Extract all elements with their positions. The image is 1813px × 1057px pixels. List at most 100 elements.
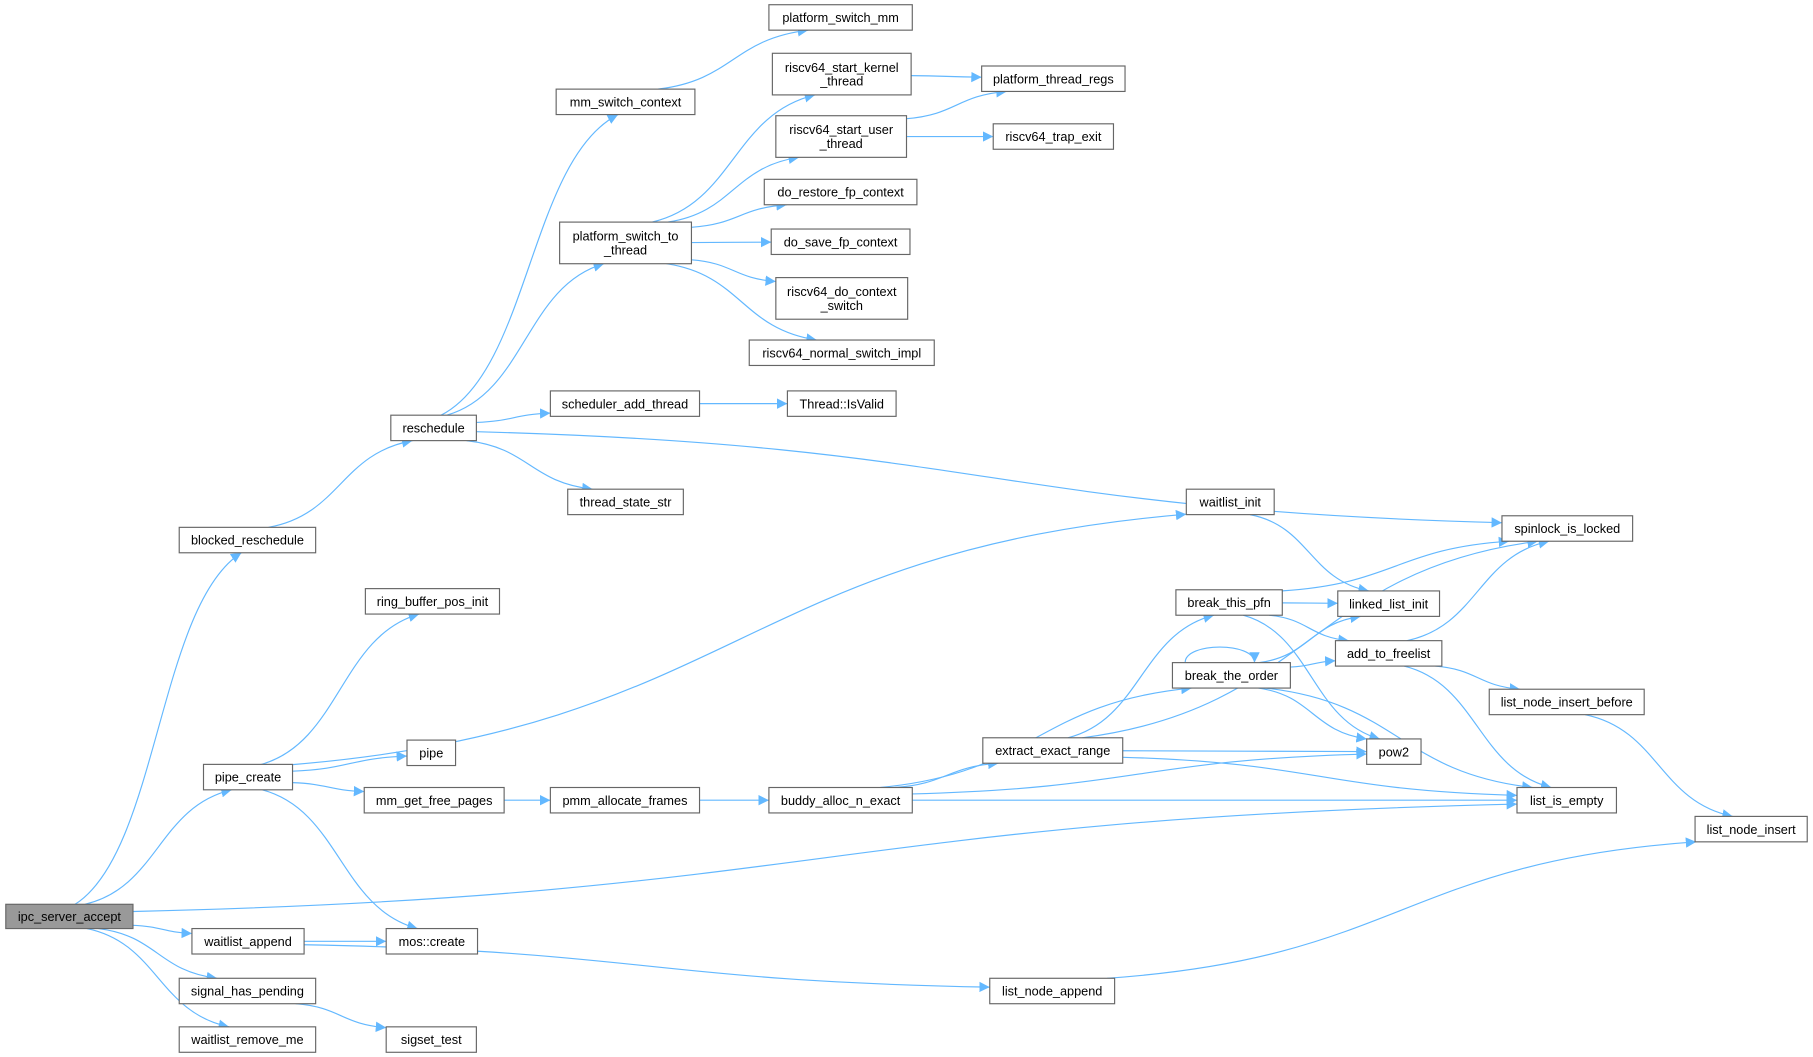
edge-break-the-order-to-linked-list-init <box>1259 612 1361 664</box>
node-box <box>549 786 701 814</box>
node-riscv64-start-user-thread[interactable]: riscv64_start_user_thread <box>775 115 908 158</box>
edge-riscv64-start-kernel-thread-to-platform-thread-regs <box>911 71 982 83</box>
node-box <box>555 88 696 116</box>
node-label: list_node_append <box>1002 984 1102 999</box>
node-signal-has-pending[interactable]: signal_has_pending <box>178 977 317 1005</box>
node-label: thread_state_str <box>580 495 673 510</box>
edge-ipc-server-accept-to-signal-has-pending <box>98 927 218 983</box>
node-mm-switch-context[interactable]: mm_switch_context <box>555 88 696 116</box>
node-blocked-reschedule[interactable]: blocked_reschedule <box>178 526 317 554</box>
edge-waitlist-init-to-linked-list-init <box>1249 514 1369 595</box>
node-box <box>768 4 913 31</box>
edge-pipe-create-to-mos-create <box>262 789 418 931</box>
node-label: Thread::IsValid <box>800 396 885 411</box>
node-pipe-create[interactable]: pipe_create <box>202 763 294 791</box>
node-ipc-server-accept[interactable]: ipc_server_accept <box>5 903 134 930</box>
node-break-this-pfn[interactable]: break_this_pfn <box>1175 589 1283 616</box>
node-box <box>567 488 684 516</box>
edge-add-to-freelist-to-list-node-insert-before <box>1435 665 1521 694</box>
node-reschedule[interactable]: reschedule <box>390 414 477 442</box>
node-label: ring_buffer_pos_init <box>377 594 489 609</box>
node-platform-switch-mm[interactable]: platform_switch_mm <box>768 4 913 31</box>
node-label: riscv64_start_kernel <box>785 60 899 75</box>
node-box <box>775 115 908 158</box>
node-label: do_restore_fp_context <box>777 185 904 200</box>
node-riscv64-trap-exit[interactable]: riscv64_trap_exit <box>992 123 1115 150</box>
node-riscv64-normal-switch-impl[interactable]: riscv64_normal_switch_impl <box>748 339 935 367</box>
edge-platform-switch-to-thread-to-do-restore-fp-context <box>691 200 787 228</box>
node-thread-state-str[interactable]: thread_state_str <box>567 488 684 516</box>
node-box <box>202 763 294 791</box>
edge-break-the-order-to-add-to-freelist <box>1290 656 1336 668</box>
node-platform-thread-regs[interactable]: platform_thread_regs <box>981 65 1126 93</box>
node-box <box>982 737 1124 764</box>
node-mos-create[interactable]: mos::create <box>385 927 479 955</box>
node-label: platform_thread_regs <box>993 71 1114 86</box>
node-box <box>748 339 935 367</box>
edge-reschedule-to-spinlock-is-locked <box>476 431 1502 528</box>
node-platform-switch-to-thread[interactable]: platform_switch_to_thread <box>559 221 693 265</box>
edge-reschedule-to-thread-state-str <box>466 440 593 494</box>
node-riscv64-do-context-switch[interactable]: riscv64_do_context_switch <box>775 277 909 320</box>
edge-pipe-create-to-pipe <box>292 751 408 772</box>
node-box <box>390 414 477 442</box>
node-box <box>1185 488 1275 516</box>
node-spinlock-is-locked[interactable]: spinlock_is_locked <box>1501 515 1634 542</box>
node-label: riscv64_start_user <box>789 122 894 137</box>
node-box <box>1516 786 1618 814</box>
node-scheduler-add-thread[interactable]: scheduler_add_thread <box>549 390 701 417</box>
node-linked-list-init[interactable]: linked_list_init <box>1337 590 1441 617</box>
edge-break-this-pfn-to-pow2 <box>1242 614 1380 742</box>
node-label: spinlock_is_locked <box>1514 521 1620 536</box>
node-label: reschedule <box>403 421 465 436</box>
node-box <box>1337 590 1441 617</box>
edge-blocked-reschedule-to-reschedule <box>268 437 413 528</box>
node-list-node-insert[interactable]: list_node_insert <box>1694 815 1808 843</box>
node-break-the-order[interactable]: break_the_order <box>1171 662 1291 689</box>
node-pow2[interactable]: pow2 <box>1366 738 1422 765</box>
node-do-save-fp-context[interactable]: do_save_fp_context <box>770 228 911 256</box>
node-label: _thread <box>819 74 863 89</box>
node-ring-buffer-pos-init[interactable]: ring_buffer_pos_init <box>364 588 501 615</box>
node-box <box>549 390 701 417</box>
edge-platform-switch-to-thread-to-riscv64-start-kernel-thread <box>652 92 816 223</box>
node-thread-isvalid[interactable]: Thread::IsValid <box>786 390 897 417</box>
node-list-node-insert-before[interactable]: list_node_insert_before <box>1488 688 1645 716</box>
node-label: pipe_create <box>215 770 281 785</box>
node-box <box>1501 515 1634 542</box>
node-waitlist-remove-me[interactable]: waitlist_remove_me <box>178 1026 317 1053</box>
node-box <box>191 927 305 955</box>
node-riscv64-start-kernel-thread[interactable]: riscv64_start_kernel_thread <box>771 52 912 96</box>
edge-pipe-create-to-mm-get-free-pages <box>292 782 365 797</box>
node-box <box>5 903 134 930</box>
node-label: riscv64_do_context <box>787 284 897 299</box>
node-label: signal_has_pending <box>191 984 304 999</box>
node-label: list_is_empty <box>1530 793 1604 808</box>
node-label: break_this_pfn <box>1187 595 1270 610</box>
node-sigset-test[interactable]: sigset_test <box>385 1026 477 1053</box>
node-waitlist-init[interactable]: waitlist_init <box>1185 488 1275 516</box>
node-list-is-empty[interactable]: list_is_empty <box>1516 786 1618 814</box>
node-label: sigset_test <box>401 1032 462 1047</box>
edge-buddy-alloc-n-exact-to-extract-exact-range <box>894 758 999 789</box>
node-box <box>1175 589 1283 616</box>
node-label: waitlist_append <box>203 934 292 949</box>
node-add-to-freelist[interactable]: add_to_freelist <box>1334 640 1443 667</box>
node-label: pipe <box>419 745 443 760</box>
node-mm-get-free-pages[interactable]: mm_get_free_pages <box>363 786 505 814</box>
edge-ipc-server-accept-to-pipe-create <box>84 787 232 905</box>
node-waitlist-append[interactable]: waitlist_append <box>191 927 305 955</box>
node-box <box>1171 662 1291 689</box>
node-do-restore-fp-context[interactable]: do_restore_fp_context <box>763 178 918 206</box>
node-extract-exact-range[interactable]: extract_exact_range <box>982 737 1124 764</box>
node-list-node-append[interactable]: list_node_append <box>989 977 1116 1005</box>
node-box <box>775 277 909 320</box>
node-label: list_node_insert <box>1707 822 1796 837</box>
node-buddy-alloc-n-exact[interactable]: buddy_alloc_n_exact <box>768 786 913 814</box>
edge-mm-switch-context-to-platform-switch-mm <box>657 26 809 90</box>
node-pmm-allocate-frames[interactable]: pmm_allocate_frames <box>549 786 701 814</box>
node-box <box>178 1026 317 1053</box>
edge-ipc-server-accept-to-waitlist-remove-me <box>86 927 230 1030</box>
node-pipe[interactable]: pipe <box>406 739 457 767</box>
